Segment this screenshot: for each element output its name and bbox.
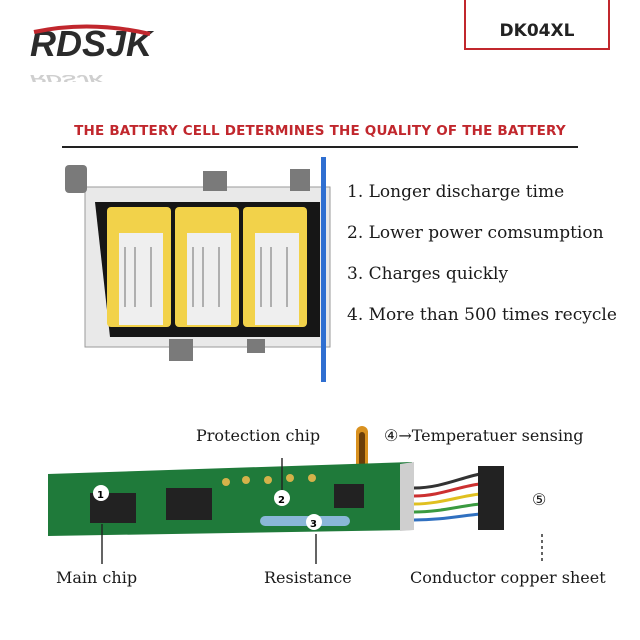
label-resistance: Resistance xyxy=(264,568,352,587)
battery-pack-image xyxy=(65,157,331,382)
model-badge: DK04XL xyxy=(464,0,610,50)
marker-5: ⑤ xyxy=(532,490,547,509)
feature-item: 3. Charges quickly xyxy=(347,264,509,284)
label-temperature-sensing: ④→Temperatuer sensing xyxy=(384,426,584,445)
feature-list: 1. Longer discharge time 2. Lower power … xyxy=(347,178,617,342)
logo-reflection: RDSJK xyxy=(30,72,106,82)
model-text: DK04XL xyxy=(499,21,575,41)
label-protection-chip: Protection chip xyxy=(196,426,321,445)
svg-text:2: 2 xyxy=(278,495,285,506)
headline-underline xyxy=(62,146,578,148)
feature-item: 2. Lower power comsumption xyxy=(347,223,604,243)
label-conductor-copper-sheet: Conductor copper sheet xyxy=(410,568,606,587)
headline: THE BATTERY CELL DETERMINES THE QUALITY … xyxy=(74,123,566,139)
label-main-chip: Main chip xyxy=(56,568,138,587)
feature-item: 1. Longer discharge time xyxy=(347,182,565,202)
pcb-diagram: 1 2 3 xyxy=(48,426,543,564)
brand-logo: RDSJK RDSJK xyxy=(30,23,155,82)
svg-text:3: 3 xyxy=(310,519,317,530)
battery-cells xyxy=(107,207,307,327)
feature-item: 4. More than 500 times recycle xyxy=(347,305,617,325)
svg-text:1: 1 xyxy=(97,490,104,501)
